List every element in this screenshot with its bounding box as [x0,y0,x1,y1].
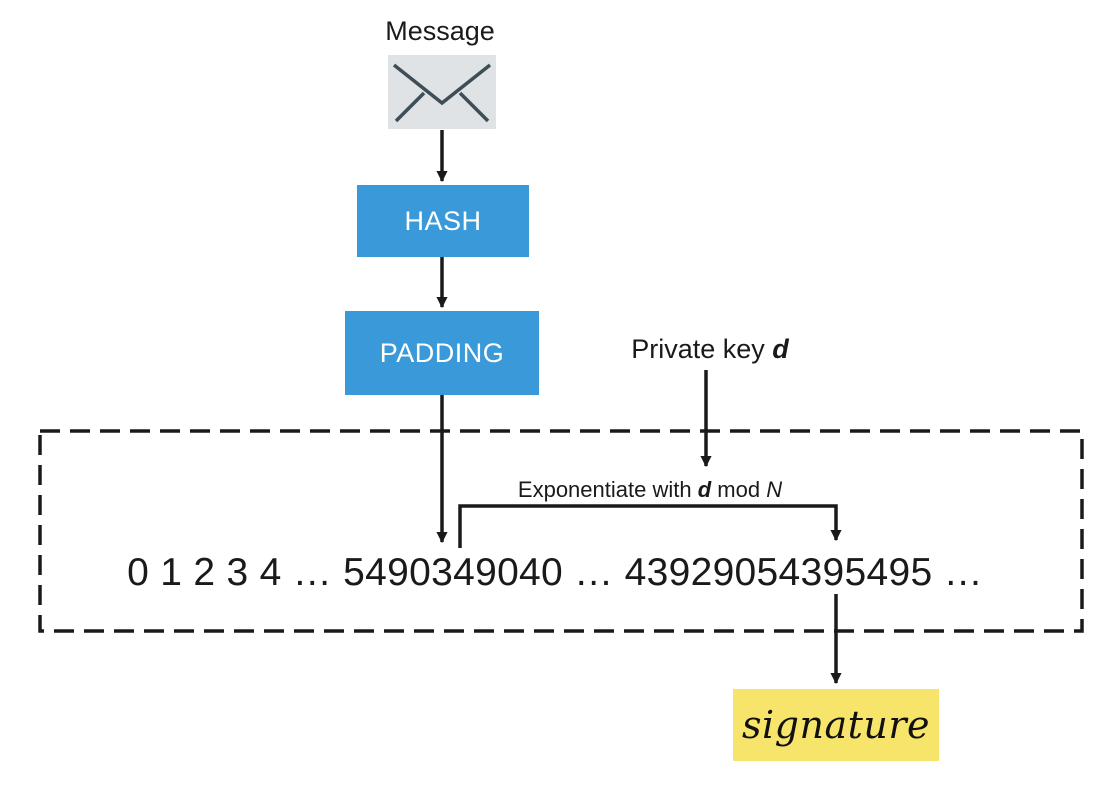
number-sequence: 0 1 2 3 4 … 5490349040 … 43929054395495 … [127,551,983,594]
computation-region [38,429,1084,633]
envelope-icon [388,55,496,129]
private-key-label: Private key d [560,334,860,365]
exponentiate-bracket [458,504,842,548]
private-key-symbol: d [772,334,789,364]
padding-label: PADDING [379,337,505,368]
private-key-text: Private key [631,334,765,364]
exponentiate-mod: mod [717,477,761,502]
message-label: Message [385,16,495,46]
padding-box: PADDING [345,311,539,395]
hash-box: HASH [357,185,529,257]
hash-label: HASH [404,205,482,236]
exponentiate-symbol: d [697,477,712,502]
signature-label: signature [741,703,930,747]
exponentiate-text: Exponentiate with [517,477,692,502]
exponentiate-label: Exponentiate with d mod N [440,477,860,503]
exponentiate-modulus: N [766,477,783,502]
signature-box: signature [733,689,939,761]
